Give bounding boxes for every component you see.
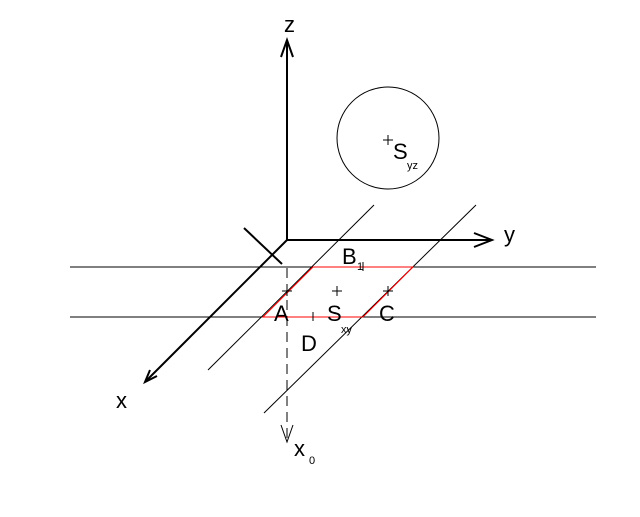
point-b1-label: B [342, 244, 357, 269]
x0-subscript: 0 [309, 455, 315, 467]
x0-label: x [294, 436, 305, 461]
point-c-label: C [379, 301, 395, 326]
point-sxy-subscript: xy [341, 324, 353, 336]
x-axis-arrowhead [143, 369, 158, 385]
y-axis-label: y [504, 222, 515, 247]
point-d-label: D [301, 331, 317, 356]
cross-a [282, 286, 292, 296]
origin-cross-line [243, 227, 283, 265]
y-axis-arrowhead [473, 232, 495, 248]
point-a-label: A [274, 301, 289, 326]
parallelogram-abcd [261, 266, 415, 318]
circle-syz [336, 86, 440, 190]
cross-syz [383, 135, 393, 145]
point-sxy-label: S [327, 301, 342, 326]
x-axis-label: x [116, 388, 127, 413]
z-axis-arrowhead [280, 36, 294, 58]
diagonal-line-left [207, 204, 375, 371]
point-syz-subscript: yz [407, 160, 418, 172]
z-axis-label: z [284, 12, 295, 37]
cross-sxy [332, 286, 342, 296]
diagonal-line-right [263, 204, 477, 414]
x-axis [145, 239, 288, 382]
point-syz-label: S [393, 139, 408, 164]
cross-c [383, 286, 393, 296]
point-b1-subscript: 1 [357, 261, 363, 273]
x0-axis-arrowhead [280, 424, 294, 444]
